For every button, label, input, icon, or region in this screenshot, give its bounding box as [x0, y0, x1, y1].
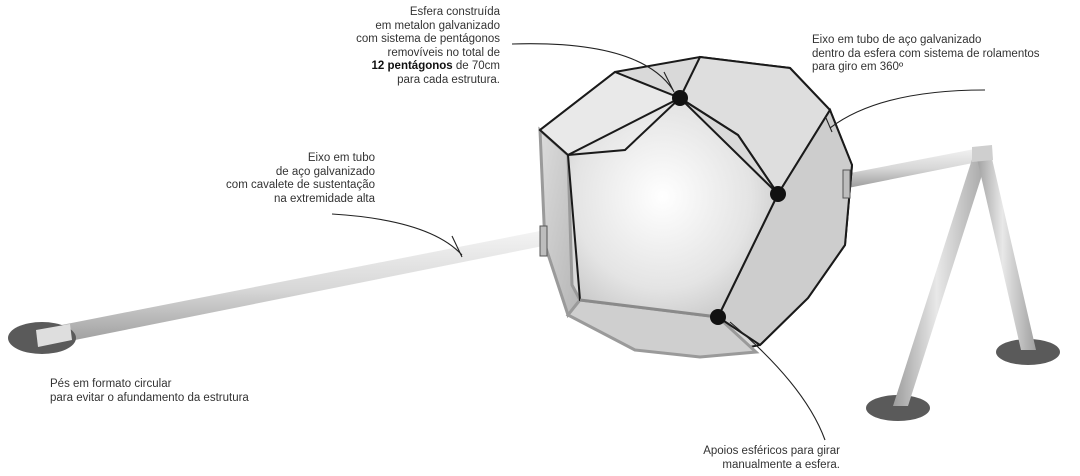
left-axis-pipe [36, 230, 548, 347]
label-axis-right-line-3: para giro em 360º [812, 61, 904, 73]
label-axis-left-line-3: com cavalete de sustentação [226, 179, 375, 191]
dodecahedron-sphere [538, 55, 854, 359]
right-axis-collar [842, 169, 851, 199]
leader-lines [331, 43, 986, 441]
label-supports: Apoios esféricos para girar manualmente … [640, 445, 840, 472]
right-axis-pipe [840, 147, 988, 189]
label-supports-line-2: manualmente a esfera. [722, 458, 840, 471]
right-circular-foot-front [866, 395, 930, 421]
label-sphere-line-6: para cada estrutura. [397, 73, 500, 86]
label-axis-right-line-2: dentro da esfera com sistema de rolament… [812, 47, 1040, 60]
leader-sphere [511, 43, 674, 91]
leader-axis-left [331, 213, 463, 256]
label-feet: Pés em formato circular para evitar o af… [50, 378, 249, 405]
label-axis-left: Eixo em tubo de aço galvanizado com cava… [160, 152, 375, 206]
leader-supports [729, 321, 826, 441]
leader-axis-right [829, 89, 986, 129]
label-axis-right-line-1: Eixo em tubo de aço galvanizado [812, 34, 982, 46]
label-axis-left-line-4: na extremidade alta [273, 192, 375, 205]
label-axis-right: Eixo em tubo de aço galvanizado dentro d… [812, 34, 1040, 75]
label-sphere-line-4: removíveis no total de [387, 46, 500, 59]
leader-ticks [451, 71, 833, 258]
label-sphere: Esfera construída em metalon galvanizado… [300, 6, 500, 87]
label-feet-line-2: para evitar o afundamento da estrutura [50, 391, 249, 404]
label-sphere-line-3: com sistema de pentágonos [356, 33, 500, 45]
support-stand [893, 145, 1036, 406]
label-sphere-bold: 12 pentágonos [371, 60, 453, 72]
right-circular-foot-back [996, 339, 1060, 365]
label-sphere-line-1: Esfera construída [409, 6, 500, 18]
joint-right [770, 186, 786, 202]
label-feet-line-1: Pés em formato circular [50, 378, 172, 390]
label-axis-left-line-1: Eixo em tubo [307, 152, 375, 164]
label-sphere-bold-suffix: de 70cm [452, 60, 500, 72]
joint-bottom [710, 309, 726, 325]
joint-top [672, 90, 688, 106]
label-axis-left-line-2: de aço galvanizado [275, 165, 375, 178]
label-sphere-line-2: em metalon galvanizado [375, 19, 500, 32]
label-supports-line-1: Apoios esféricos para girar [703, 445, 840, 457]
left-axis-collar [539, 225, 548, 257]
